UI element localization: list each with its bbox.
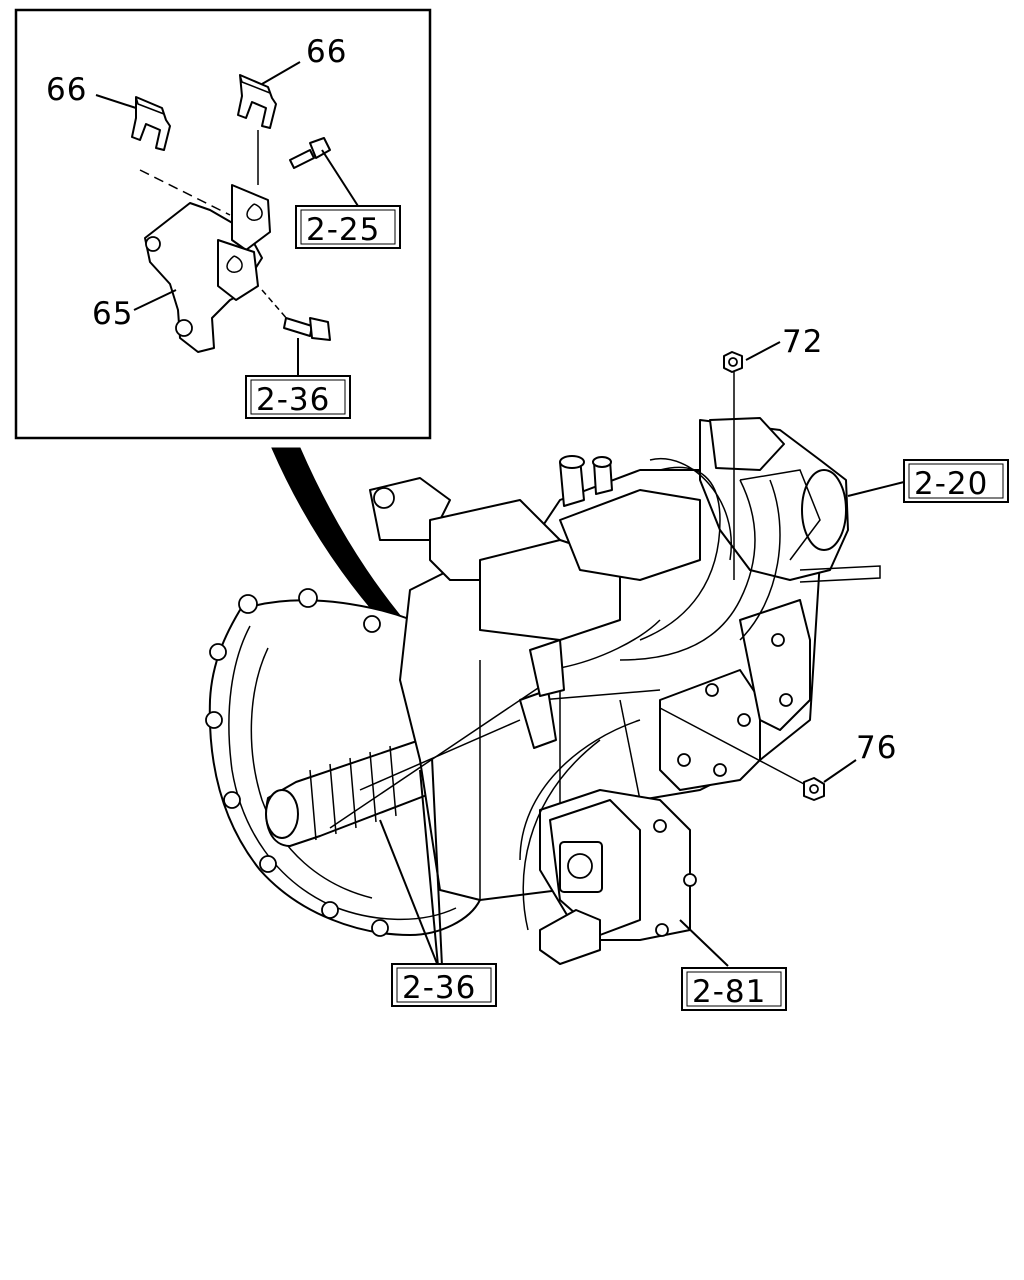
svg-text:2-81: 2-81 [692, 974, 766, 1010]
transmission-assembly [205, 417, 881, 965]
nut-76 [803, 777, 825, 801]
callout-65: 65 [92, 296, 133, 332]
clip-part-right [237, 74, 277, 129]
callout-66-right: 66 [306, 34, 347, 70]
svg-text:2-36: 2-36 [402, 970, 476, 1006]
ref-box-2-36-inset: 2-36 [245, 375, 351, 419]
ref-box-2-36-main: 2-36 [391, 963, 497, 1007]
bolt-upper [289, 137, 331, 169]
svg-text:2-36: 2-36 [256, 382, 330, 418]
callout-72: 72 [782, 324, 823, 360]
bolt-lower [283, 317, 331, 341]
svg-text:2-25: 2-25 [306, 212, 380, 248]
bracket-part [144, 184, 271, 353]
nut-72 [723, 351, 743, 373]
callout-76: 76 [856, 730, 897, 766]
ref-box-2-20: 2-20 [903, 459, 1009, 503]
clip-part-left [131, 96, 171, 151]
ref-box-2-25: 2-25 [295, 205, 401, 249]
svg-text:2-20: 2-20 [914, 466, 988, 502]
ref-box-2-81: 2-81 [681, 967, 787, 1011]
callout-66-left: 66 [46, 72, 87, 108]
